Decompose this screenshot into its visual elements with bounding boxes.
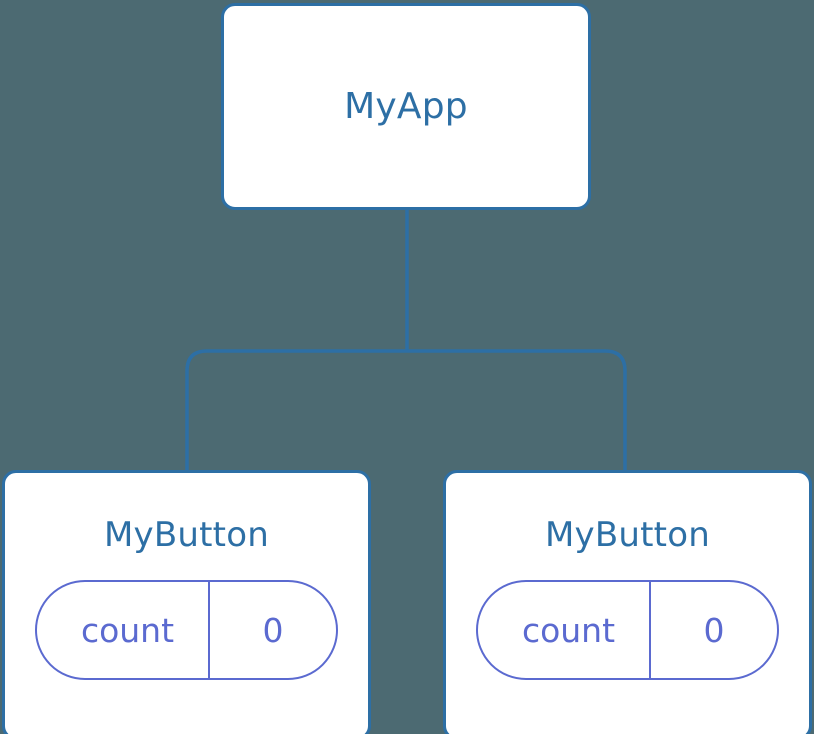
node-mybutton-right[interactable]: MyButton count 0 <box>443 470 812 734</box>
state-badge[interactable]: count 0 <box>475 580 780 680</box>
edge-to-child-left <box>185 349 407 470</box>
node-title: MyButton <box>104 515 269 555</box>
node-mybutton-left[interactable]: MyButton count 0 <box>2 470 371 734</box>
state-value: 0 <box>262 610 284 650</box>
state-key: count <box>80 610 175 650</box>
state-value: 0 <box>703 610 725 650</box>
node-title: MyButton <box>545 515 710 555</box>
state-badge[interactable]: count 0 <box>34 580 339 680</box>
node-myapp[interactable]: MyApp <box>221 3 591 210</box>
state-key: count <box>521 610 616 650</box>
node-title: MyApp <box>344 85 468 127</box>
edge-to-child-right <box>407 349 627 470</box>
state-divider <box>649 582 652 678</box>
state-divider <box>208 582 211 678</box>
